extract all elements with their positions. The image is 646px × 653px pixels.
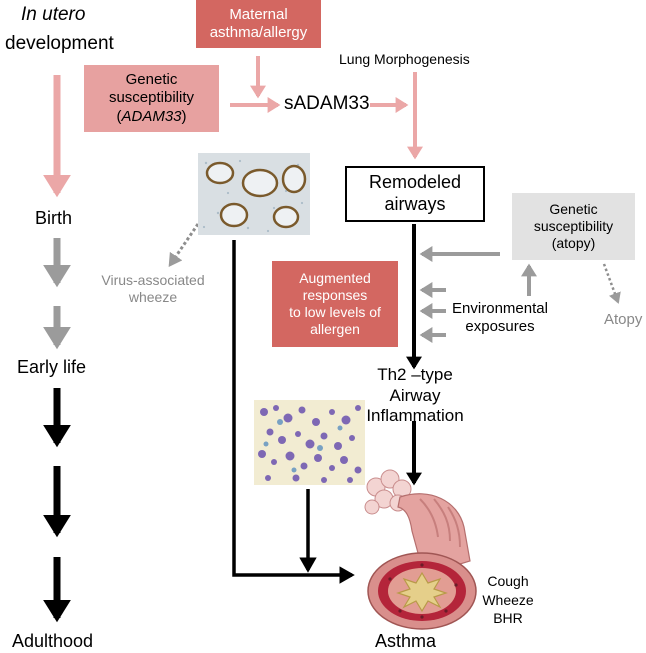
alveoli-cluster — [364, 469, 412, 515]
virus-wheeze-label: Virus-associated wheeze — [83, 270, 223, 308]
remodeled-line1: Remodeled — [368, 172, 462, 193]
genetic-adam33-box: Genetic susceptibility (ADAM33) — [84, 65, 219, 132]
augmented-line1: Augmented — [299, 269, 371, 286]
virus-line1: Virus-associated — [101, 271, 205, 288]
th2-inflammation-label: Th2 –type Airway Inflammation — [350, 365, 480, 425]
sadam33-label: sADAM33 — [284, 93, 370, 114]
maternal-line2: asthma/allergy — [209, 24, 308, 41]
label-birth: Birth — [35, 208, 73, 228]
environmental-exposures-label: Environmental exposures — [446, 298, 554, 338]
virus-line2: wheeze — [128, 289, 178, 305]
genetic-adam33-line2: susceptibility — [108, 89, 195, 107]
genetic-atopy-box: Genetic susceptibility (atopy) — [512, 193, 635, 260]
remodeled-line2: airways — [384, 194, 446, 214]
th2-line1: Th2 –type Airway — [377, 364, 453, 405]
remodeled-airways-box: Remodeled airways — [345, 166, 485, 222]
genetic-atopy-line1: Genetic — [549, 200, 598, 217]
label-early-life: Early life — [17, 357, 87, 377]
genetic-atopy-line3: (atopy) — [551, 235, 596, 252]
asthma-label: Asthma — [375, 631, 437, 651]
augmented-line2: responses — [302, 286, 368, 303]
arrow-atopy-gene-to-atopy — [602, 263, 621, 304]
cytology-image — [254, 400, 365, 485]
augmented-line4: allergen — [310, 321, 360, 338]
th2-line2: Inflammation — [366, 406, 464, 426]
symptom-cough: Cough — [487, 573, 529, 590]
airway-lumen-mucus — [396, 571, 448, 613]
airway-histology-image — [198, 153, 310, 235]
maternal-asthma-box: Maternal asthma/allergy — [196, 0, 321, 48]
symptom-bhr: BHR — [493, 610, 523, 627]
genetic-atopy-line2: susceptibility — [533, 217, 614, 234]
symptoms-label: Cough Wheeze BHR — [478, 571, 538, 629]
asthma-airway-illustration — [364, 469, 477, 630]
augmented-line3: to low levels of — [289, 304, 381, 320]
label-development: development — [5, 33, 114, 54]
augmented-responses-box: Augmented responses to low levels of all… — [272, 261, 398, 347]
environmental-line2: exposures — [465, 318, 535, 335]
genetic-adam33-line3: (ADAM33) — [116, 107, 187, 125]
genetic-adam33-line1: Genetic — [125, 71, 178, 89]
arrow-histology-to-virus — [168, 223, 200, 267]
symptom-wheeze: Wheeze — [482, 591, 534, 608]
atopy-label: Atopy — [604, 311, 643, 328]
environmental-line1: Environmental — [452, 299, 548, 317]
arrow-histology-to-asthma — [232, 240, 355, 584]
lung-morphogenesis-label: Lung Morphogenesis — [339, 51, 470, 67]
label-adulthood: Adulthood — [12, 631, 94, 651]
label-in-utero: In utero — [21, 4, 86, 25]
maternal-line1: Maternal — [229, 5, 288, 23]
